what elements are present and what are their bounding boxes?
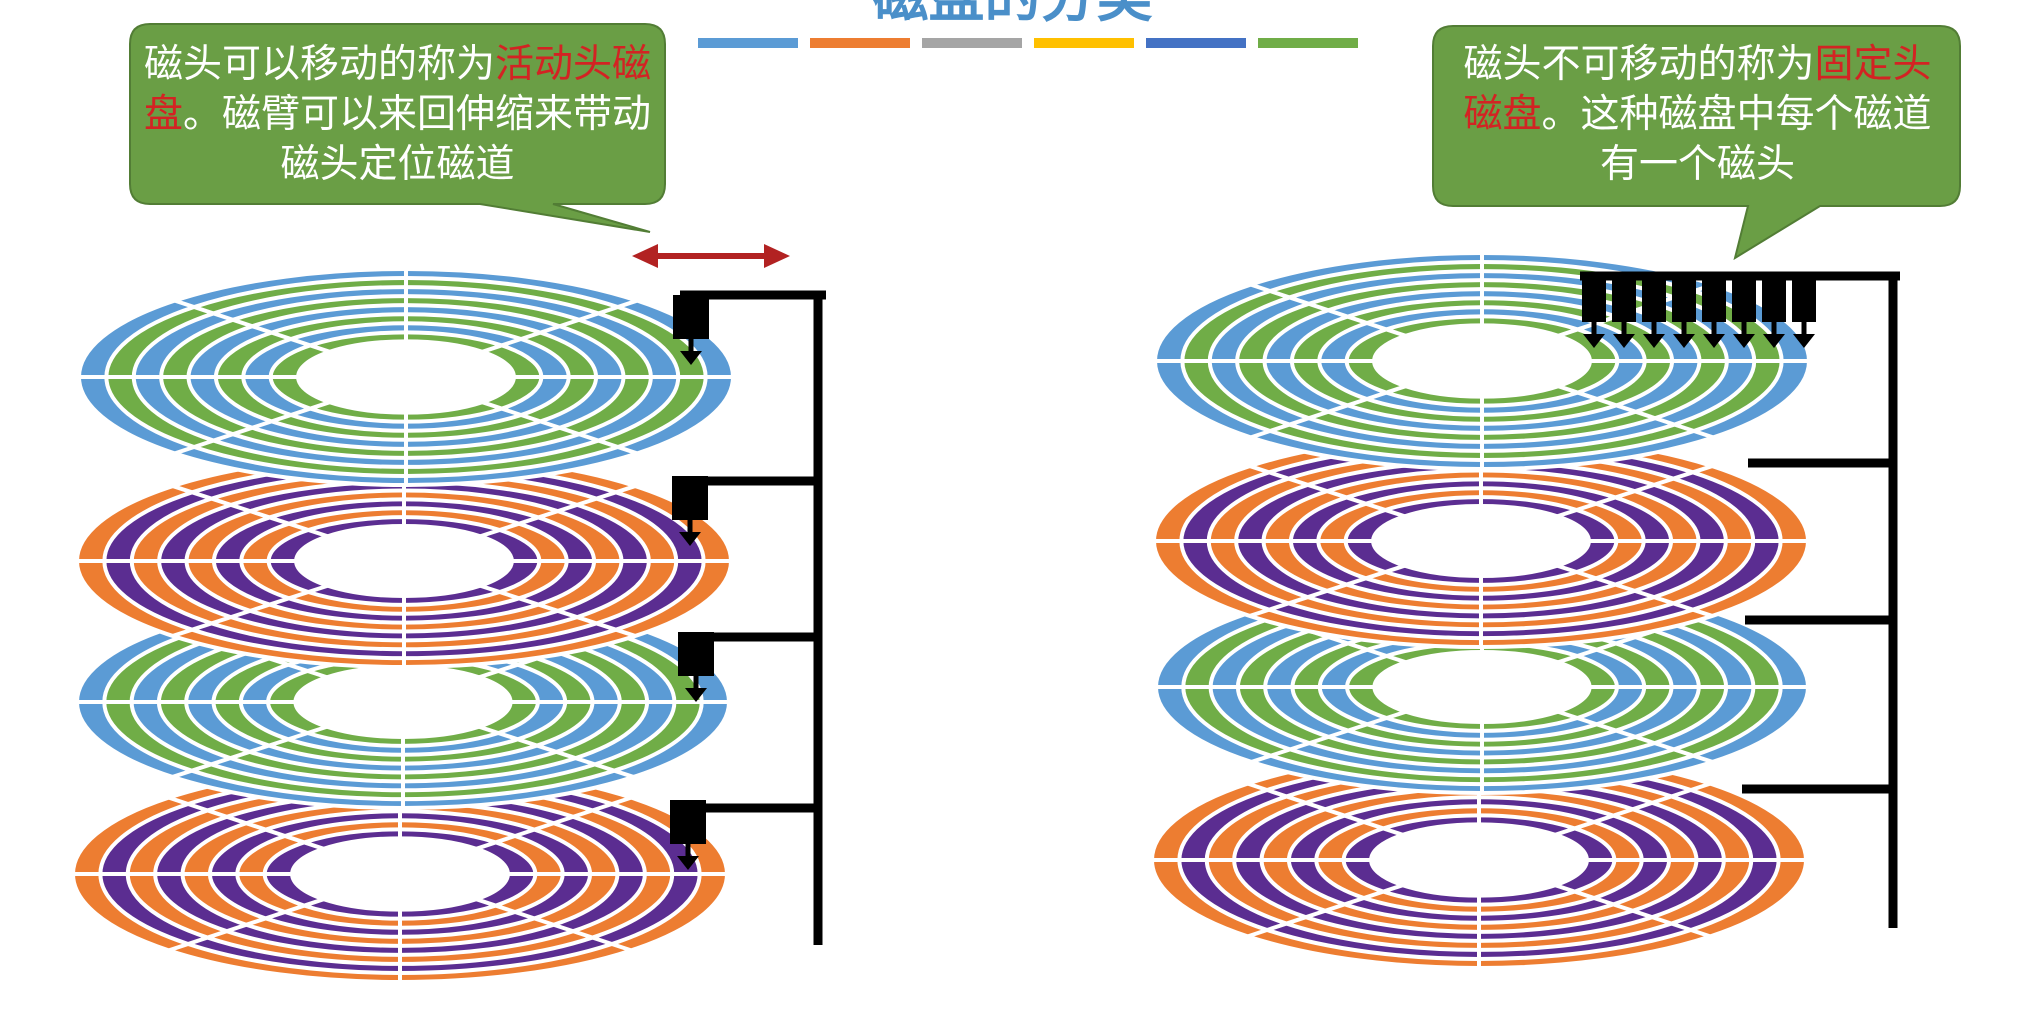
read-write-head [1582,276,1606,348]
page-title: 磁盘的分类 [0,0,2025,38]
right-disk-stack [1150,251,1811,970]
right-callout-prefix: 磁头不可移动的称为 [1463,42,1815,87]
left-callout-prefix: 磁头可以移动的称为 [143,42,495,87]
color-bar-segment [1146,38,1246,48]
left-disk-stack [71,267,735,984]
left-callout-suffix: 。磁臂可以来回伸缩来带动磁头定位磁道 [183,92,652,187]
color-bar-segment [698,38,798,48]
platter [75,453,733,669]
read-write-head [1732,276,1756,348]
read-write-head [1672,276,1696,348]
read-write-head [673,295,709,365]
read-write-head [1642,276,1666,348]
read-write-head [672,476,708,546]
platter [77,267,735,487]
right-callout-text: 磁头不可移动的称为固定头磁盘。这种磁盘中每个磁道有一个磁头 [1445,40,1950,190]
color-bar-segment [810,38,910,48]
move-direction-arrow [632,244,790,268]
color-bar-segment [922,38,1022,48]
color-bar-segment [1258,38,1358,48]
color-bar [698,38,1358,48]
left-callout-bubble [129,23,666,233]
left-arm-assembly [670,290,826,945]
read-write-head [1612,276,1636,348]
read-write-head [1702,276,1726,348]
read-write-head [1762,276,1786,348]
read-write-head [678,632,714,702]
left-callout-text: 磁头可以移动的称为活动头磁盘。磁臂可以来回伸缩来带动磁头定位磁道 [140,40,655,190]
color-bar-segment [1034,38,1134,48]
platter [71,764,729,984]
right-callout-bubble [1432,25,1961,261]
right-arm-assembly [1580,271,1900,928]
right-callout-highlight: 固定头磁盘 [1463,42,1932,137]
platter [1150,750,1808,970]
right-callout-suffix: 。这种磁盘中每个磁道有一个磁头 [1541,92,1932,187]
read-write-head [670,800,706,870]
read-write-head [1792,276,1816,348]
left-callout-highlight: 活动头磁盘 [143,42,652,137]
